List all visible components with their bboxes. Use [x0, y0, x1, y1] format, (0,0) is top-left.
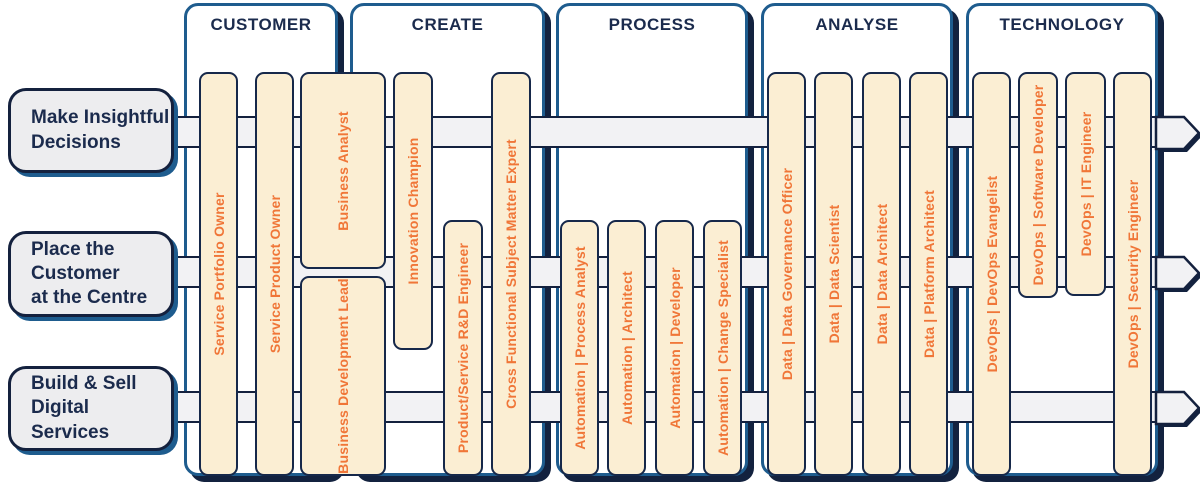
- lane-label-line: Decisions: [31, 131, 121, 153]
- lane-label-build-and-sell: Build & Sell Digital Services: [8, 366, 174, 451]
- lane-label-line: Build & Sell: [31, 373, 137, 395]
- column-header-technology: TECHNOLOGY: [999, 15, 1125, 34]
- role-bar-label: Data | Data Scientist: [825, 204, 842, 344]
- role-bar-label: Service Product Owner: [266, 194, 283, 354]
- role-bar-devops-software-developer: DevOps | Software Developer: [1018, 72, 1058, 298]
- role-bar-label: Business Development Lead: [335, 278, 351, 474]
- role-bar-innovation-champion: Innovation Champion: [393, 72, 433, 350]
- role-bar-label: Cross Functional Subject Matter Expert: [503, 139, 519, 409]
- role-bar-product-service-r-d-engineer: Product/Service R&D Engineer: [443, 220, 483, 476]
- lane-label-line: Place the Customer: [31, 238, 120, 284]
- role-bar-label: Data | Data Governance Officer: [778, 167, 795, 381]
- role-bar-cross-functional-subject-matter-expert: Cross Functional Subject Matter Expert: [491, 72, 531, 476]
- column-header-analyse: ANALYSE: [815, 15, 899, 34]
- role-bar-label: DevOps | Software Developer: [1030, 84, 1046, 286]
- role-bar-label: Data | Data Architect: [873, 203, 890, 345]
- role-bar-data-data-governance-officer: Data | Data Governance Officer: [767, 72, 806, 476]
- role-bar-automation-change-specialist: Automation | Change Specialist: [703, 220, 742, 476]
- role-bar-label: Automation | Developer: [666, 267, 683, 429]
- stream-arrowhead-icon: [1154, 255, 1200, 292]
- role-bar-label: Data | Platform Architect: [920, 190, 937, 358]
- role-bar-data-data-scientist: Data | Data Scientist: [814, 72, 853, 476]
- role-bar-devops-it-engineer: DevOps | IT Engineer: [1065, 72, 1106, 296]
- lane-label-line: Make Insightful: [31, 107, 170, 129]
- lane-label-line: Digital Services: [31, 397, 110, 443]
- role-bar-label: Automation | Architect: [618, 270, 635, 426]
- lane-label-line: at the Centre: [31, 287, 148, 309]
- role-bar-label: Service Portfolio Owner: [210, 192, 227, 356]
- role-bar-automation-architect: Automation | Architect: [607, 220, 646, 476]
- role-bar-data-data-architect: Data | Data Architect: [862, 72, 901, 476]
- role-bar-label: DevOps | IT Engineer: [1077, 111, 1094, 257]
- role-bar-devops-devops-evangelist: DevOps | DevOps Evangelist: [972, 72, 1011, 476]
- role-bar-label: Product/Service R&D Engineer: [455, 242, 471, 454]
- role-bar-business-development-lead: Business Development Lead: [300, 276, 386, 476]
- role-bar-business-analyst: Business Analyst: [300, 72, 386, 269]
- role-bar-label: Automation | Process Analyst: [571, 246, 588, 450]
- role-bar-automation-process-analyst: Automation | Process Analyst: [560, 220, 599, 476]
- role-bar-data-platform-architect: Data | Platform Architect: [909, 72, 948, 476]
- role-bar-devops-security-engineer: DevOps | Security Engineer: [1113, 72, 1152, 476]
- column-header-create: CREATE: [411, 15, 484, 34]
- stream-arrowhead-icon: [1154, 390, 1200, 427]
- lane-label-make-insightful-decisions: Make Insightful Decisions: [8, 88, 174, 173]
- role-bar-label: Business Analyst: [335, 110, 351, 231]
- stream-arrowhead-icon: [1154, 115, 1200, 152]
- column-header-customer: CUSTOMER: [210, 15, 312, 34]
- role-bar-label: Automation | Change Specialist: [714, 239, 731, 457]
- role-bar-label: DevOps | DevOps Evangelist: [983, 175, 1000, 373]
- lane-label-place-the-customer: Place the Customer at the Centre: [8, 231, 174, 317]
- column-header-process: PROCESS: [608, 15, 696, 34]
- role-bar-label: Innovation Champion: [405, 137, 421, 285]
- role-bar-service-portfolio-owner: Service Portfolio Owner: [199, 72, 238, 476]
- role-bar-label: DevOps | Security Engineer: [1124, 179, 1141, 369]
- role-bar-automation-developer: Automation | Developer: [655, 220, 694, 476]
- role-bar-service-product-owner: Service Product Owner: [255, 72, 294, 476]
